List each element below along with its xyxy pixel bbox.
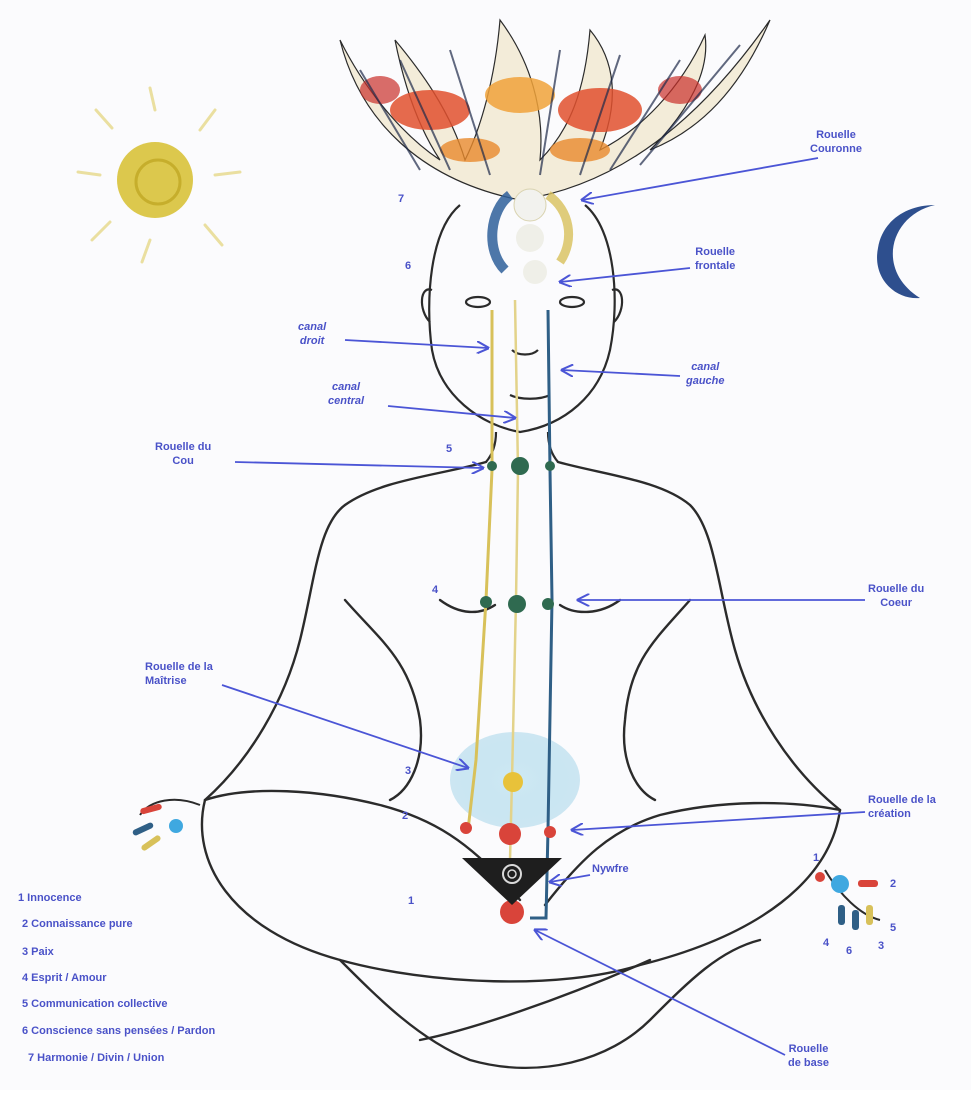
left-channel-label-line2: gauche: [686, 374, 725, 388]
hand-number-5: 5: [890, 922, 896, 934]
hand-number-1: 1: [813, 852, 819, 864]
legend-item-7: 7 Harmonie / Divin / Union: [28, 1052, 164, 1064]
base-label-line1: Rouelle: [788, 1042, 829, 1056]
throat-label-line2: Cou: [155, 454, 211, 468]
legend-item-1: 1 Innocence: [18, 892, 82, 904]
frontal-chakra-label: Rouelle frontale: [695, 245, 735, 273]
central-channel-label-line2: central: [328, 394, 364, 408]
crown-label-line2: Couronne: [810, 142, 862, 156]
heart-label-line1: Rouelle du: [868, 582, 924, 596]
base-label-line2: de base: [788, 1056, 829, 1070]
chakra-number-4: 4: [432, 584, 438, 596]
central-channel-label-line1: canal: [328, 380, 364, 394]
chakra-number-2: 2: [402, 810, 408, 822]
moon-icon: [877, 205, 935, 298]
chakra-number-1: 1: [408, 895, 414, 907]
chakra-number-7: 7: [398, 193, 404, 205]
hand-number-4: 4: [823, 937, 829, 949]
frontal-label-line1: Rouelle: [695, 245, 735, 259]
crown-label-line1: Rouelle: [810, 128, 862, 142]
heart-chakra-label: Rouelle du Coeur: [868, 582, 924, 610]
mastery-label-line1: Rouelle de la: [145, 660, 213, 674]
base-chakra-label: Rouelle de base: [788, 1042, 829, 1070]
sun-icon: [78, 88, 240, 262]
chakra-number-5: 5: [446, 443, 452, 455]
heart-label-line2: Coeur: [868, 596, 924, 610]
right-channel-label: canal droit: [298, 320, 326, 348]
legend-item-4: 4 Esprit / Amour: [22, 972, 107, 984]
mastery-label-line2: Maîtrise: [145, 674, 213, 688]
frontal-label-line2: frontale: [695, 259, 735, 273]
legend-item-5: 5 Communication collective: [22, 998, 167, 1010]
right-channel-label-line1: canal: [298, 320, 326, 334]
legend-item-3: 3 Paix: [22, 946, 54, 958]
throat-label-line1: Rouelle du: [155, 440, 211, 454]
legend-item-6: 6 Conscience sans pensées / Pardon: [22, 1025, 215, 1037]
mastery-chakra-label: Rouelle de la Maîtrise: [145, 660, 213, 688]
hand-number-2: 2: [890, 878, 896, 890]
creation-chakra-label: Rouelle de la création: [868, 793, 936, 821]
creation-label-line1: Rouelle de la: [868, 793, 936, 807]
left-channel-label-line1: canal: [686, 360, 725, 374]
right-hand: [815, 870, 880, 930]
crown-chakra-label: Rouelle Couronne: [810, 128, 862, 156]
legend-item-2: 2 Connaissance pure: [22, 918, 133, 930]
hand-number-3: 3: [878, 940, 884, 952]
nywfre-label: Nywfre: [592, 862, 629, 876]
chakra-number-6: 6: [405, 260, 411, 272]
throat-chakra-label: Rouelle du Cou: [155, 440, 211, 468]
left-channel-label: canal gauche: [686, 360, 725, 388]
crown-flames: [340, 20, 770, 200]
right-channel-label-line2: droit: [298, 334, 326, 348]
chakra-number-3: 3: [405, 765, 411, 777]
hand-number-6: 6: [846, 945, 852, 957]
left-hand: [132, 800, 200, 852]
central-channel-label: canal central: [328, 380, 364, 408]
creation-label-line2: création: [868, 807, 936, 821]
